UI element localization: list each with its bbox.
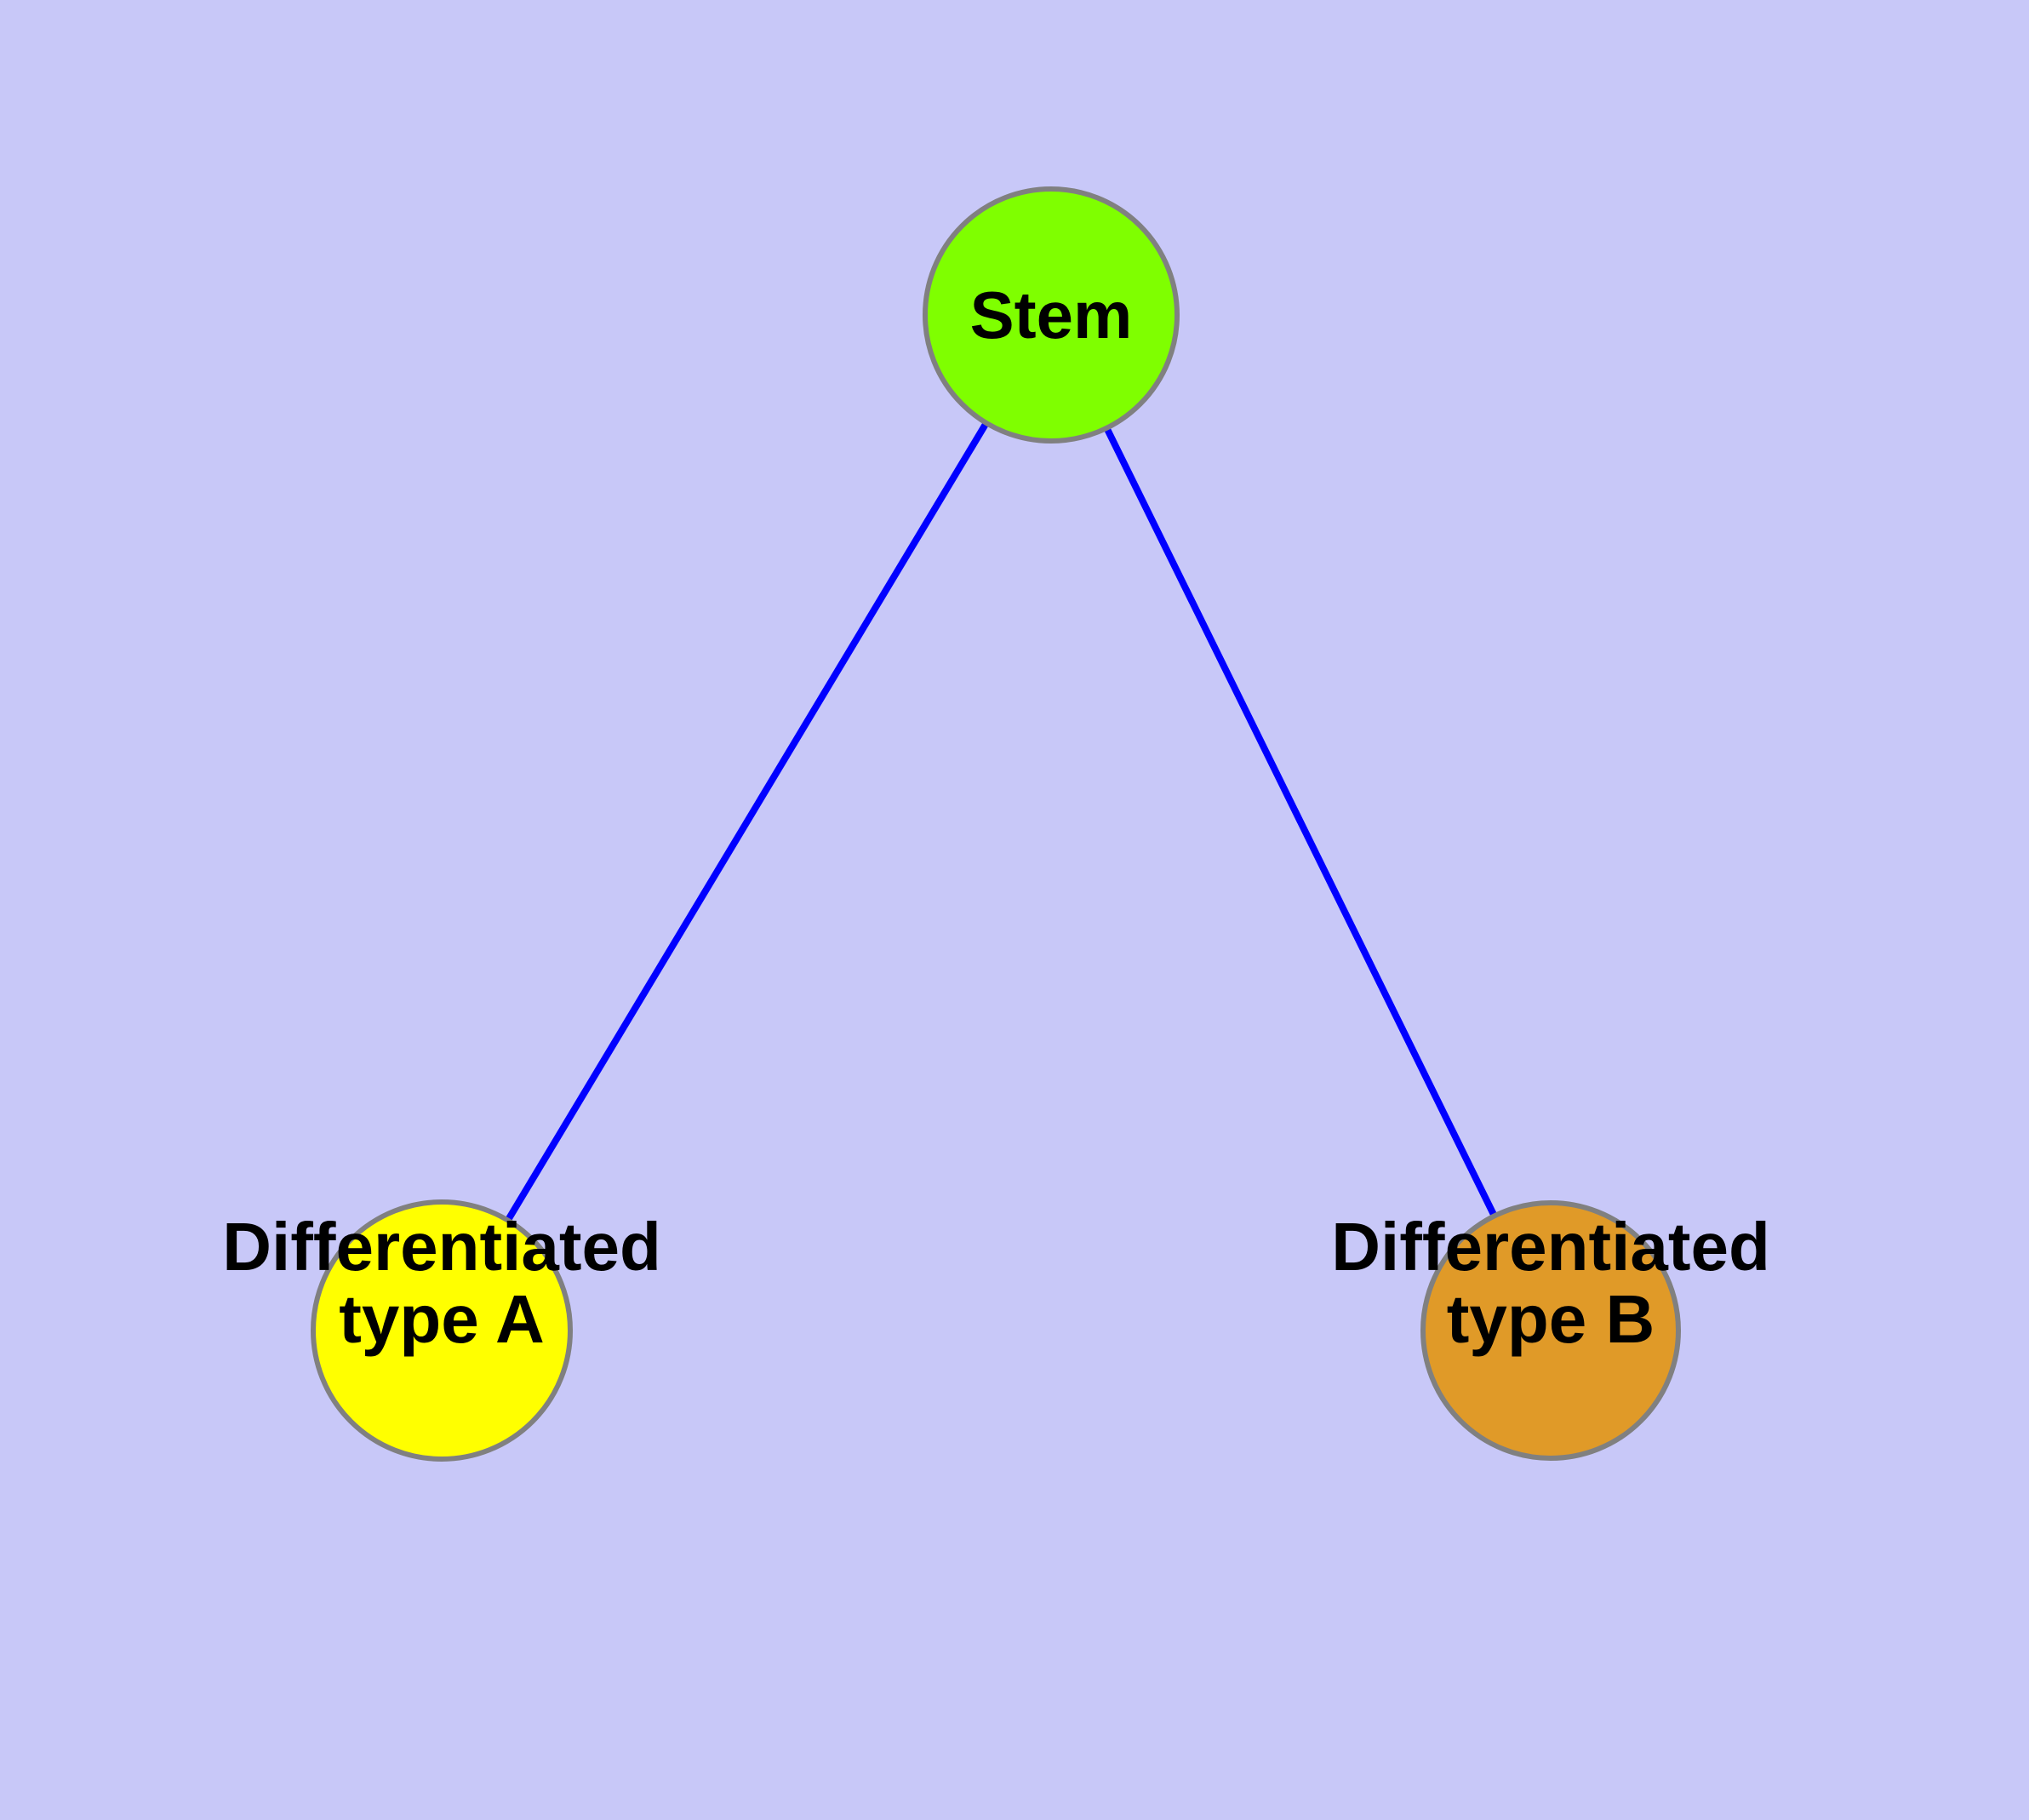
edge-stem-to-differentiated-a[interactable]	[438, 312, 1055, 1333]
node-differentiated-type-b[interactable]	[1420, 1200, 1681, 1461]
node-differentiated-type-a[interactable]	[311, 1199, 573, 1462]
node-layer	[311, 186, 1681, 1462]
edge-stem-to-differentiated-b[interactable]	[1048, 313, 1554, 1332]
edge-layer	[438, 312, 1554, 1333]
node-stem[interactable]	[923, 186, 1180, 444]
